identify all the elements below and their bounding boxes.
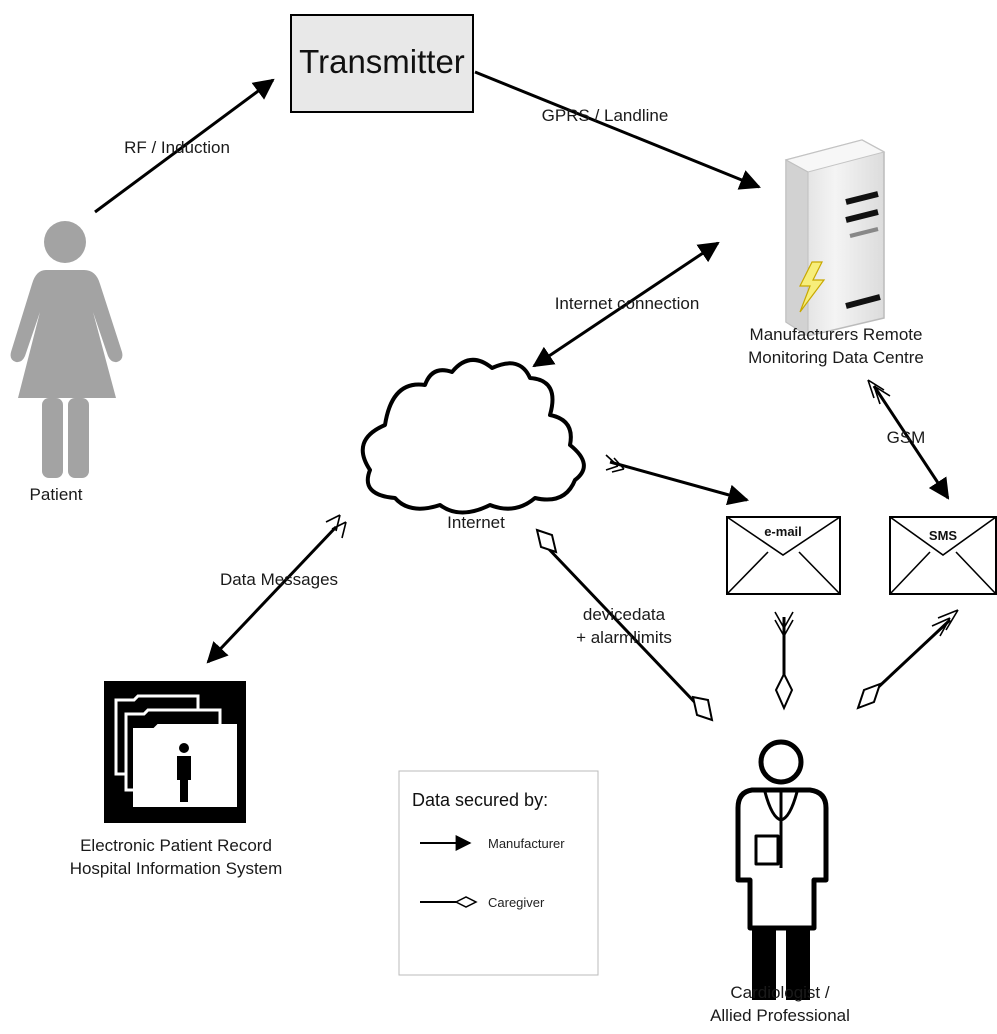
data-messages-label: Data Messages bbox=[220, 570, 338, 589]
rf-arrow bbox=[94, 78, 275, 214]
epr-label-2: Hospital Information System bbox=[70, 859, 283, 878]
transmitter-node: Transmitter bbox=[290, 14, 474, 113]
sms-to-cardiologist-line bbox=[870, 618, 952, 695]
transmitter-label: Transmitter bbox=[299, 43, 465, 80]
gsm-arrow bbox=[872, 385, 950, 500]
epr-label-1: Electronic Patient Record bbox=[80, 836, 272, 855]
legend: Data secured by: Manufacturer Caregiver bbox=[398, 770, 599, 976]
sms-label: SMS bbox=[929, 528, 958, 543]
gprs-label: GPRS / Landline bbox=[542, 106, 669, 125]
email-envelope-icon: e-mail bbox=[726, 516, 841, 595]
cardiologist-icon bbox=[735, 739, 829, 1000]
internet-connection-label: Internet connection bbox=[555, 294, 700, 313]
rf-label: RF / Induction bbox=[124, 138, 230, 157]
data-messages-arrow bbox=[206, 525, 338, 664]
server-icon bbox=[784, 139, 886, 337]
internet-label: Internet bbox=[447, 513, 505, 532]
folder-record-icon bbox=[104, 681, 246, 823]
patient-label: Patient bbox=[30, 485, 83, 504]
internet-connection-arrow bbox=[532, 241, 720, 368]
data-centre-label-1: Manufacturers Remote bbox=[750, 325, 923, 344]
devicedata-label-2: + alarmlimits bbox=[576, 628, 672, 647]
data-centre-label-2: Monitoring Data Centre bbox=[748, 348, 924, 367]
legend-caregiver: Caregiver bbox=[488, 895, 545, 910]
gprs-arrow bbox=[474, 70, 761, 190]
devicedata-label-1: devicedata bbox=[583, 605, 666, 624]
cardiologist-label-1: Cardiologist / bbox=[730, 983, 829, 1002]
devicedata-line bbox=[543, 543, 706, 714]
internet-cloud-icon bbox=[360, 358, 586, 515]
email-label: e-mail bbox=[764, 524, 802, 539]
internet-to-email-arrow bbox=[609, 460, 750, 506]
gsm-label: GSM bbox=[887, 428, 926, 447]
sms-envelope-icon: SMS bbox=[889, 516, 997, 595]
patient-icon bbox=[10, 221, 123, 478]
cardiologist-label-2: Allied Professional bbox=[710, 1006, 850, 1025]
legend-title: Data secured by: bbox=[412, 790, 548, 810]
legend-manufacturer: Manufacturer bbox=[488, 836, 565, 851]
